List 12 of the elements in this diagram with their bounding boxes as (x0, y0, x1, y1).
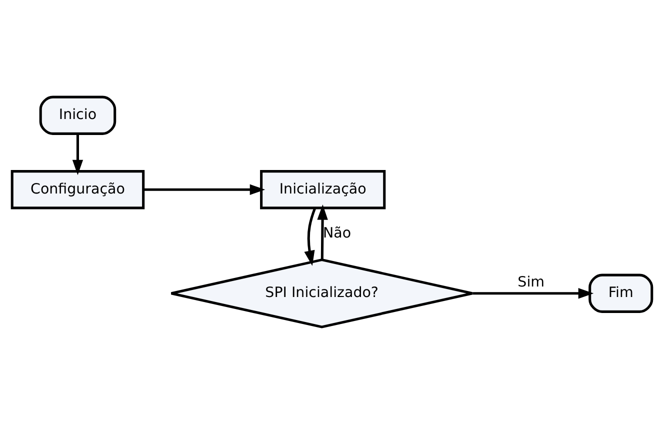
node-box: Inicio (39, 95, 116, 134)
arrow (144, 184, 266, 194)
node-box: Inicialização (260, 170, 386, 209)
arrow (304, 207, 316, 266)
edge-label: Sim (518, 274, 545, 290)
node-diamond: SPI Inicializado? (170, 258, 474, 328)
node-box: Fim (588, 273, 654, 312)
arrow (472, 288, 594, 298)
node-box: Configuração (10, 170, 145, 209)
arrow (72, 133, 84, 175)
edge-label: Não (323, 225, 352, 242)
arrow (317, 204, 328, 260)
